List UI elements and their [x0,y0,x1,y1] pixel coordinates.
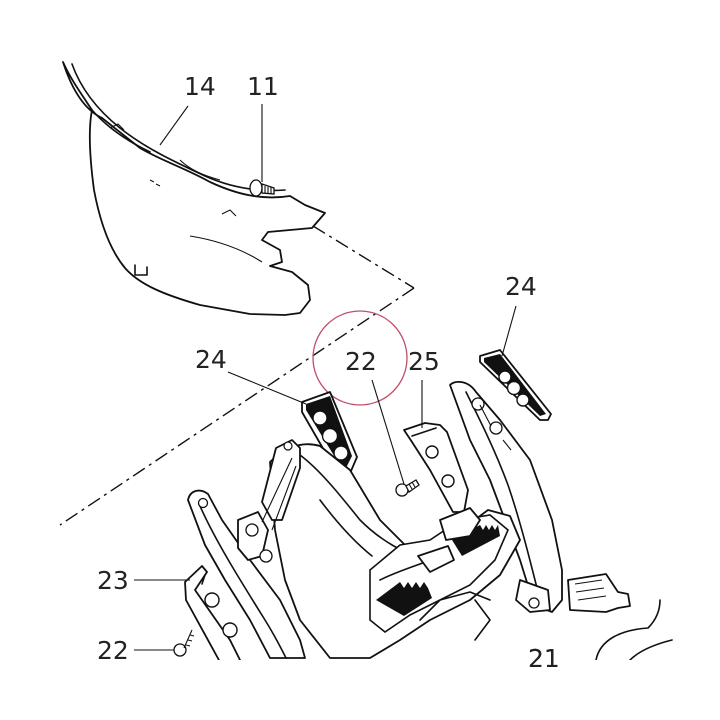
assembly-line-lower [59,287,415,526]
callout-24-right: 24 [505,272,537,301]
leader-22-center [371,379,405,485]
leader-14 [159,105,189,146]
callout-22-center: 22 [345,347,377,376]
bracket-25 [403,422,469,513]
bottom-crop [0,660,720,720]
assembly-line-upper [312,225,415,289]
leader-24-left [227,371,307,405]
plate-24-right [479,349,552,421]
callout-23: 23 [97,566,129,595]
highlight-circle [312,310,408,406]
callout-21-visible: 21 [528,644,560,673]
callout-11: 11 [247,72,279,101]
callout-24-left: 24 [195,345,227,374]
bracket-23 [184,565,241,669]
frame-21 [187,380,673,661]
callout-14: 14 [184,72,216,101]
leader-24-right [501,305,517,357]
plate-24-left [301,391,358,479]
bolt-11 [249,179,275,197]
screw-22-bottom [173,629,195,657]
callout-25: 25 [408,347,440,376]
fairing-panel-14 [62,61,326,316]
screw-22-center [395,479,420,497]
